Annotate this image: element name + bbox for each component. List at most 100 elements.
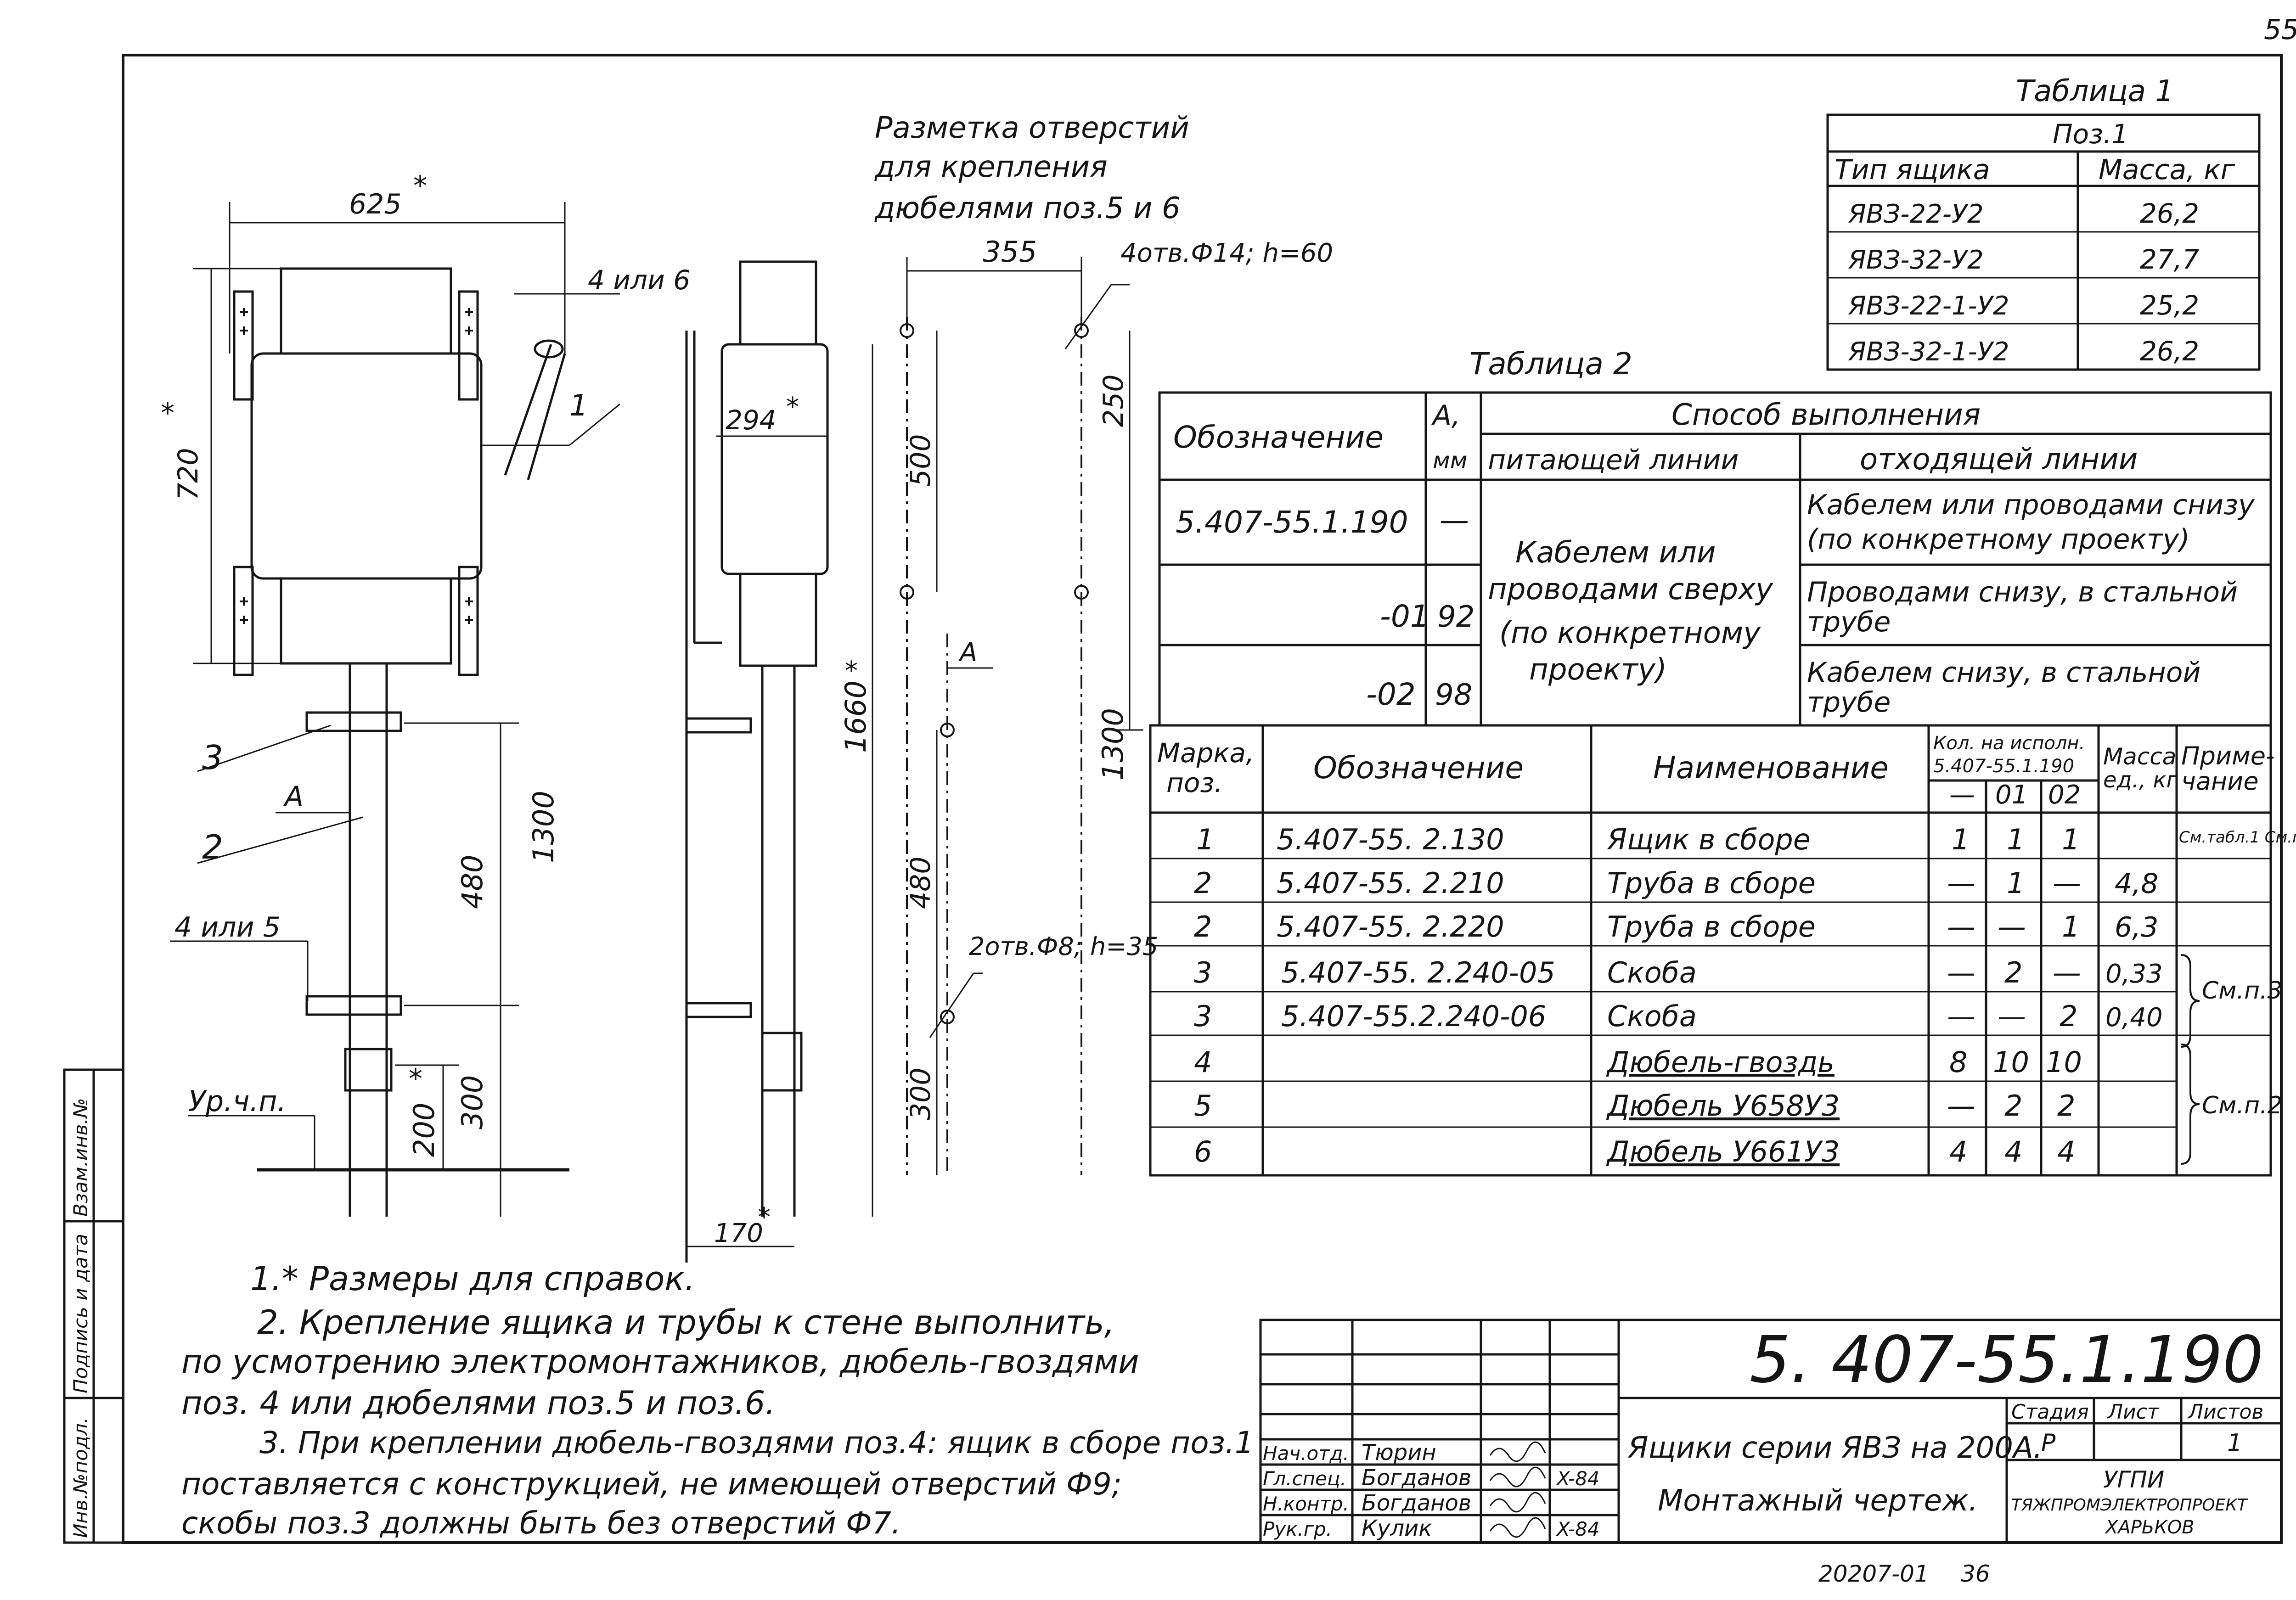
side-dim-1660-star: * bbox=[845, 656, 858, 686]
table2-row-2-outgoing-1: Проводами снизу, в стальной bbox=[1807, 576, 2238, 608]
spec-row-3-name: Труба в сборе bbox=[1607, 910, 1816, 943]
table1-row-3-type: ЯВЗ-22-1-У2 bbox=[1848, 291, 2009, 321]
note-2c: поз. 4 или дюбелями поз.5 и поз.6. bbox=[181, 1384, 776, 1422]
tb-stage: Р bbox=[2041, 1429, 2056, 1457]
spec-row-5-mass: 0,40 bbox=[2105, 1003, 2163, 1033]
holes-dim-1300: 1300 bbox=[1096, 708, 1130, 780]
side-view-dimensions bbox=[687, 344, 873, 1247]
spec-braces bbox=[2181, 954, 2200, 1165]
side-stamp bbox=[63, 1068, 124, 1544]
side-stamp-inv: Инв.№подл. bbox=[69, 1417, 92, 1538]
tb-signatures bbox=[1489, 1441, 1546, 1538]
table2-h-designation: Обозначение bbox=[1173, 420, 1384, 455]
tb-h-stage: Стадия bbox=[2011, 1400, 2089, 1424]
table2-title: Таблица 2 bbox=[1469, 346, 1632, 382]
table1-row-2-type: ЯВЗ-32-У2 bbox=[1848, 245, 1984, 275]
table2-supply-2: проводами сверху bbox=[1488, 573, 1773, 606]
front-dim-200-star: * bbox=[409, 1063, 422, 1095]
front-label-3: 3 bbox=[202, 738, 223, 777]
table1-header-mass: Масса, кг bbox=[2099, 154, 2235, 186]
tb-title-1: Ящики серии ЯВЗ на 200А. bbox=[1627, 1431, 2043, 1465]
tb-role-3: Н.контр. bbox=[1263, 1493, 1349, 1515]
spec-row-7-q0: — bbox=[1947, 1089, 1975, 1123]
spec-h-qty-sub-1: 01 bbox=[1995, 780, 2028, 810]
spec-group-note-2: См.п.2 bbox=[2202, 1092, 2283, 1119]
table2-h-supply: питающей линии bbox=[1488, 444, 1739, 476]
tb-date-2: X-84 bbox=[1556, 1467, 1600, 1490]
spec-row-5-q1: — bbox=[1998, 999, 2026, 1033]
spec-row-2-mass: 4,8 bbox=[2115, 868, 2158, 900]
spec-row-2-q1: 1 bbox=[2007, 866, 2025, 900]
front-view bbox=[233, 267, 569, 1217]
table2-h-a: А, bbox=[1431, 399, 1460, 432]
spec-row-8-q1: 4 bbox=[2004, 1135, 2022, 1168]
spec-row-4-designation: 5.407-55. 2.240-05 bbox=[1281, 956, 1555, 989]
spec-row-4-q2: — bbox=[2053, 956, 2081, 989]
spec-group-note-3: См.п.3 bbox=[2202, 977, 2283, 1005]
side-dim-1660: 1660 bbox=[839, 680, 872, 753]
spec-h-mass-2: ед., кг bbox=[2103, 767, 2178, 793]
table2-row-1-a: — bbox=[1440, 504, 1469, 538]
side-view bbox=[685, 260, 829, 1263]
spec-row: 2 5.407-55. 2.220 Труба в сборе — — 1 6,… bbox=[1194, 910, 2158, 943]
holes-title-2: для крепления bbox=[874, 150, 1108, 184]
spec-h-mass-1: Масса bbox=[2103, 743, 2176, 770]
holes-dim-500: 500 bbox=[905, 434, 937, 487]
front-dim-width: 625 bbox=[349, 188, 402, 220]
spec-row-8-q2: 4 bbox=[2057, 1135, 2075, 1168]
tb-sheets: 1 bbox=[2227, 1429, 2242, 1457]
table2-row-1-outgoing-1: Кабелем или проводами снизу bbox=[1807, 489, 2255, 521]
title-block-grid bbox=[1259, 1319, 2283, 1544]
spec-row-1-q1: 1 bbox=[2007, 823, 2025, 856]
table1-grid bbox=[1826, 113, 2261, 371]
table2-row-3-designation: -02 bbox=[1366, 677, 1416, 712]
front-label-1: 1 bbox=[569, 389, 588, 423]
holes-dim-480: 480 bbox=[905, 856, 937, 909]
table2-h-method: Способ выполнения bbox=[1671, 398, 1981, 432]
spec-h-name: Наименование bbox=[1653, 750, 1889, 786]
spec-row-1-designation: 5.407-55. 2.130 bbox=[1277, 823, 1504, 856]
spec-row-7-q2: 2 bbox=[2057, 1089, 2075, 1123]
tb-name-1: Тюрин bbox=[1362, 1440, 1436, 1465]
table2-row-1-outgoing-2: (по конкретному проекту) bbox=[1807, 523, 2190, 556]
spec-row-4-name: Скоба bbox=[1607, 956, 1697, 989]
spec-row-1-q2: 1 bbox=[2062, 823, 2080, 856]
spec-row-2-name: Труба в сборе bbox=[1607, 866, 1816, 900]
table2-supply-3: (по конкретному bbox=[1499, 616, 1761, 650]
spec-row-8-name: Дюбель У661У3 bbox=[1606, 1135, 1840, 1168]
holes-top-label: 4отв.Ф14; h=60 bbox=[1120, 238, 1333, 268]
spec-row-5-name: Скоба bbox=[1607, 999, 1697, 1033]
footer-code: 20207-01 bbox=[1818, 1561, 1929, 1587]
tb-h-sheets: Листов bbox=[2187, 1400, 2263, 1424]
spec-row-4-q1: 2 bbox=[2004, 956, 2022, 989]
spec-row-3-mass: 6,3 bbox=[2115, 911, 2158, 943]
side-dim-170: 170 bbox=[714, 1218, 763, 1248]
tb-org-3: ХАРЬКОВ bbox=[2105, 1517, 2195, 1538]
spec-row: 5 Дюбель У658У3 — 2 2 bbox=[1194, 1089, 2075, 1123]
front-dim-height-star: * bbox=[161, 397, 174, 429]
table2-h-outgoing: отходящей линии bbox=[1860, 443, 2138, 477]
note-3b: поставляется с конструкцией, не имеющей … bbox=[181, 1466, 1122, 1502]
tb-name-4: Кулик bbox=[1362, 1516, 1432, 1541]
table2-row-2-a: 92 bbox=[1437, 600, 1474, 634]
table2-row-1-designation: 5.407-55.1.190 bbox=[1176, 505, 1408, 540]
table1-row-1-mass: 26,2 bbox=[2140, 198, 2199, 229]
tb-org-2: ТЯЖПРОМЭЛЕКТРОПРОЕКТ bbox=[2011, 1496, 2249, 1515]
spec-row-6-q1: 10 bbox=[1993, 1045, 2029, 1079]
table2-row-3-a: 98 bbox=[1435, 678, 1472, 712]
front-dim-300: 300 bbox=[456, 1075, 489, 1129]
spec-row-4-q0: — bbox=[1947, 956, 1975, 989]
table2-row-3-outgoing-1: Кабелем снизу, в стальной bbox=[1807, 657, 2200, 689]
footer-page: 36 bbox=[1961, 1561, 1990, 1587]
note-2b: по усмотрению электромонтажников, дюбель… bbox=[181, 1343, 1139, 1381]
tb-role-4: Рук.гр. bbox=[1263, 1518, 1332, 1540]
front-label-A: А bbox=[283, 780, 304, 813]
tb-name-2: Богданов bbox=[1362, 1465, 1471, 1491]
spec-row-7-q1: 2 bbox=[2004, 1089, 2022, 1123]
spec-row-7-mark: 5 bbox=[1194, 1089, 1212, 1123]
holes-bottom-label: 2отв.Ф8; h=35 bbox=[969, 932, 1158, 961]
front-dim-width-star: * bbox=[413, 170, 427, 202]
holes-title-1: Разметка отверстий bbox=[875, 111, 1189, 145]
note-3c: скобы поз.3 должны быть без отверстий Ф7… bbox=[181, 1505, 901, 1541]
spec-h-qty-2: 5.407-55.1.190 bbox=[1933, 756, 2074, 777]
